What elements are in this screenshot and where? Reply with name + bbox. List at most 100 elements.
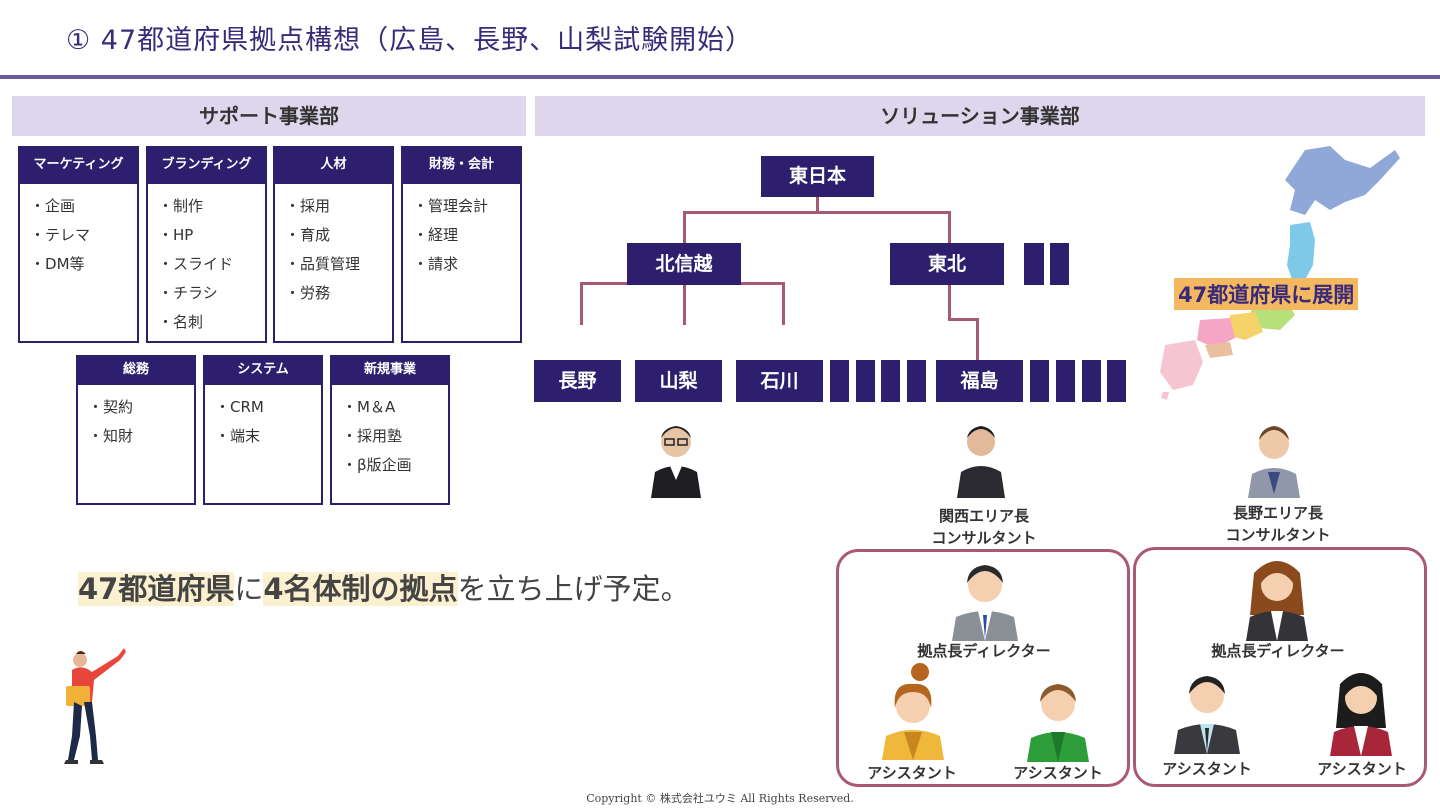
role-label-assistant: アシスタント xyxy=(1013,764,1103,782)
person-title: 関西エリア長 コンサルタント xyxy=(884,505,1084,549)
solution-division-header: ソリューション事業部 xyxy=(535,96,1425,136)
connector-line xyxy=(683,211,686,243)
org-node-placeholder xyxy=(1107,360,1126,402)
dept-item: β版企画 xyxy=(342,455,448,484)
statement-text: に xyxy=(234,572,264,606)
statement-text: を立ち上げ予定。 xyxy=(457,572,690,606)
connector-line xyxy=(683,211,951,214)
role-label-director: 拠点長ディレクター xyxy=(1211,642,1345,660)
org-node-tohoku: 東北 xyxy=(890,243,1004,285)
dept-card-system: システム CRM 端末 xyxy=(203,355,323,505)
dept-item-list: 管理会計 経理 請求 xyxy=(403,184,520,283)
team-box-kansai xyxy=(836,549,1130,787)
role-label-assistant: アシスタント xyxy=(867,764,957,782)
dept-title: マーケティング xyxy=(18,146,139,184)
dept-title: 総務 xyxy=(76,355,196,385)
connector-line xyxy=(948,211,951,243)
assistant-male-icon xyxy=(1027,684,1089,762)
consultant-photo xyxy=(1244,414,1304,498)
role-label-assistant: アシスタント xyxy=(1317,760,1407,778)
dept-card-hr: 人材 採用 育成 品質管理 労務 xyxy=(273,146,394,343)
consultant-photo xyxy=(953,414,1009,498)
person-role-line: コンサルタント xyxy=(931,529,1037,547)
dept-item: DM等 xyxy=(30,254,137,283)
org-node-placeholder xyxy=(1030,360,1049,402)
copyright-footer: Copyright © 株式会社ユウミ All Rights Reserved. xyxy=(586,792,854,805)
dept-card-general-affairs: 総務 契約 知財 xyxy=(76,355,196,505)
dept-item: M＆A xyxy=(342,397,448,426)
dept-item: スライド xyxy=(158,254,265,283)
pointing-man-illustration xyxy=(64,648,126,764)
dept-title: 新規事業 xyxy=(330,355,450,385)
org-node-placeholder xyxy=(1082,360,1101,402)
dept-card-new-business: 新規事業 M＆A 採用塾 β版企画 xyxy=(330,355,450,505)
plan-statement: 47都道府県に4名体制の拠点を立ち上げ予定。 xyxy=(78,566,690,608)
person-role-line: コンサルタント xyxy=(1225,526,1331,544)
org-node-placeholder xyxy=(881,360,900,402)
dept-item-list: 企画 テレマ DM等 xyxy=(20,184,137,283)
highlight-structure: 4名体制の拠点 xyxy=(263,572,458,606)
org-node-east-japan: 東日本 xyxy=(761,156,874,197)
org-node-ishikawa: 石川 xyxy=(736,360,823,402)
dept-item: 労務 xyxy=(285,283,392,312)
connector-line xyxy=(816,197,819,213)
person-title: 長野エリア長 コンサルタント xyxy=(1178,502,1378,546)
dept-title: 人材 xyxy=(273,146,394,184)
dept-item-list: 契約 知財 xyxy=(78,385,194,455)
dept-item-list: 採用 育成 品質管理 労務 xyxy=(275,184,392,312)
org-node-placeholder xyxy=(830,360,849,402)
consultant-photo xyxy=(645,410,707,498)
connector-line xyxy=(976,318,979,360)
org-node-placeholder xyxy=(1056,360,1075,402)
connector-line xyxy=(782,282,785,325)
dept-item: 企画 xyxy=(30,196,137,225)
team-box-nagano xyxy=(1133,547,1427,787)
connector-line xyxy=(948,285,951,320)
assistant-female-icon xyxy=(882,663,944,760)
org-node-placeholder xyxy=(856,360,875,402)
org-node-yamanashi: 山梨 xyxy=(635,360,722,402)
dept-item-list: 制作 HP スライド チラシ 名刺 xyxy=(148,184,265,341)
director-male-icon xyxy=(952,565,1018,641)
org-node-hokushinetsu: 北信越 xyxy=(627,243,741,285)
dept-item: 端末 xyxy=(215,426,321,455)
dept-item: 育成 xyxy=(285,225,392,254)
dept-item: 名刺 xyxy=(158,312,265,341)
org-node-placeholder xyxy=(907,360,926,402)
role-label-assistant: アシスタント xyxy=(1162,760,1252,778)
role-label-director: 拠点長ディレクター xyxy=(917,642,1051,660)
connector-line xyxy=(948,318,979,321)
dept-item: 経理 xyxy=(413,225,520,254)
person-role-line: 関西エリア長 xyxy=(938,507,1029,525)
dept-item-list: M＆A 採用塾 β版企画 xyxy=(332,385,448,484)
support-division-header: サポート事業部 xyxy=(12,96,526,136)
dept-title: ブランディング xyxy=(146,146,267,184)
dept-item: 品質管理 xyxy=(285,254,392,283)
dept-item: 管理会計 xyxy=(413,196,520,225)
dept-item: CRM xyxy=(215,397,321,426)
dept-item: 採用塾 xyxy=(342,426,448,455)
org-node-fukushima: 福島 xyxy=(936,360,1023,402)
dept-item: 契約 xyxy=(88,397,194,426)
assistant-male-icon xyxy=(1174,676,1240,754)
dept-item: 請求 xyxy=(413,254,520,283)
person-role-line: 長野エリア長 xyxy=(1232,504,1323,522)
dept-item: チラシ xyxy=(158,283,265,312)
org-node-placeholder xyxy=(1050,243,1069,285)
japan-map xyxy=(1160,146,1400,400)
connector-line xyxy=(683,285,686,325)
director-female-icon xyxy=(1246,561,1308,641)
assistant-female-icon xyxy=(1330,673,1392,756)
dept-item: テレマ xyxy=(30,225,137,254)
title-divider xyxy=(0,75,1440,79)
connector-line xyxy=(580,282,583,325)
dept-title: 財務・会計 xyxy=(401,146,522,184)
dept-card-marketing: マーケティング 企画 テレマ DM等 xyxy=(18,146,139,343)
org-node-nagano: 長野 xyxy=(534,360,621,402)
page-title: ① 47都道府県拠点構想（広島、長野、山梨試験開始） xyxy=(66,25,754,56)
dept-item: 制作 xyxy=(158,196,265,225)
highlight-prefectures: 47都道府県 xyxy=(78,572,235,606)
dept-item: 採用 xyxy=(285,196,392,225)
dept-item: HP xyxy=(158,225,265,254)
dept-title: システム xyxy=(203,355,323,385)
